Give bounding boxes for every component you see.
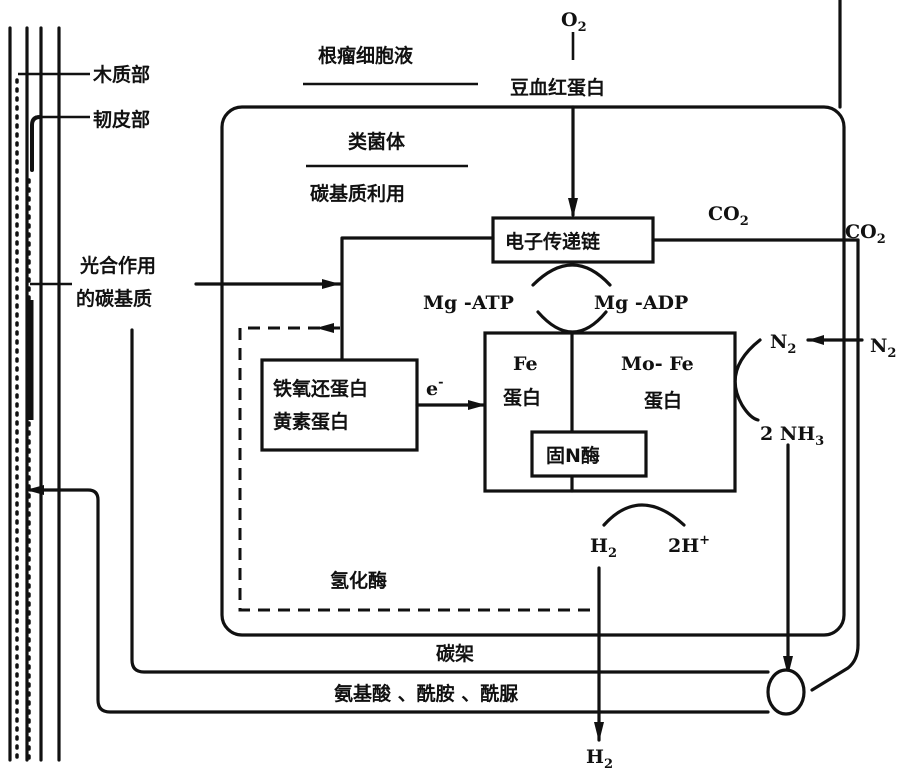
carbon-skeleton-label: 碳架 — [436, 642, 474, 665]
arrowhead-icon — [594, 722, 604, 742]
h2-out-label: H2 — [586, 746, 613, 768]
fe-protein-label-line1: Fe — [513, 353, 538, 375]
hydrogenase-path — [238, 326, 596, 612]
stem-vessels — [8, 26, 90, 762]
cytosol-label: 根瘤细胞液 — [318, 44, 414, 67]
carbon-use-label: 碳基质利用 — [310, 182, 405, 205]
bacteroid-membrane — [220, 105, 846, 637]
n2-outer-label: N2 — [870, 335, 896, 361]
xylem-label: 木质部 — [92, 63, 150, 86]
ferredoxin-label-line1: 铁氧还蛋白 — [273, 377, 368, 400]
h2-inner-label: H2 — [590, 535, 617, 561]
leghemoglobin-label: 豆血红蛋白 — [510, 76, 605, 99]
assimilation-node — [766, 668, 806, 716]
arrowhead-icon — [468, 400, 486, 410]
arrowhead-icon — [568, 198, 578, 218]
photosynthate-label-line2: 的碳基质 — [76, 287, 152, 310]
products-label: 氨基酸 、酰胺 、酰脲 — [334, 682, 518, 705]
mg-adp-label: Mg -ADP — [594, 292, 688, 314]
phloem-label: 韧皮部 — [93, 108, 150, 131]
mofe-protein-label-line1: Mo- Fe — [621, 353, 694, 375]
arrowhead-icon — [783, 656, 793, 676]
arrowhead-icon — [808, 335, 824, 345]
ferredoxin-box — [260, 358, 419, 452]
bacteroid-label: 类菌体 — [348, 130, 406, 153]
mofe-protein-label-line2: 蛋白 — [644, 389, 682, 412]
nitrogenase-box — [530, 430, 648, 478]
electron-label: e- — [426, 375, 444, 400]
etc-label: 电子传递链 — [505, 230, 600, 253]
mg-atp-label: Mg -ATP — [423, 292, 514, 314]
co2-inner-label: CO2 — [708, 203, 749, 229]
hydrogenase-label: 氢化酶 — [330, 569, 387, 592]
arrowhead-icon — [316, 323, 334, 333]
n2-inner-label: N2 — [770, 331, 796, 357]
co2-outer-label: CO2 — [845, 221, 886, 247]
nitrogenase-label: 固N酶 — [546, 444, 600, 467]
o2-label: O2 — [561, 9, 587, 35]
arrowhead-icon — [322, 279, 340, 289]
photosynthate-label-line1: 光合作用 — [79, 254, 156, 277]
electron-transport-chain-box — [491, 216, 655, 264]
arrowhead-icon — [26, 485, 44, 495]
fe-protein-label-line2: 蛋白 — [503, 386, 541, 409]
ferredoxin-label-line2: 黄素蛋白 — [273, 410, 349, 433]
nh3-label: 2 NH3 — [760, 423, 824, 449]
h-plus-label: 2H+ — [668, 533, 710, 557]
